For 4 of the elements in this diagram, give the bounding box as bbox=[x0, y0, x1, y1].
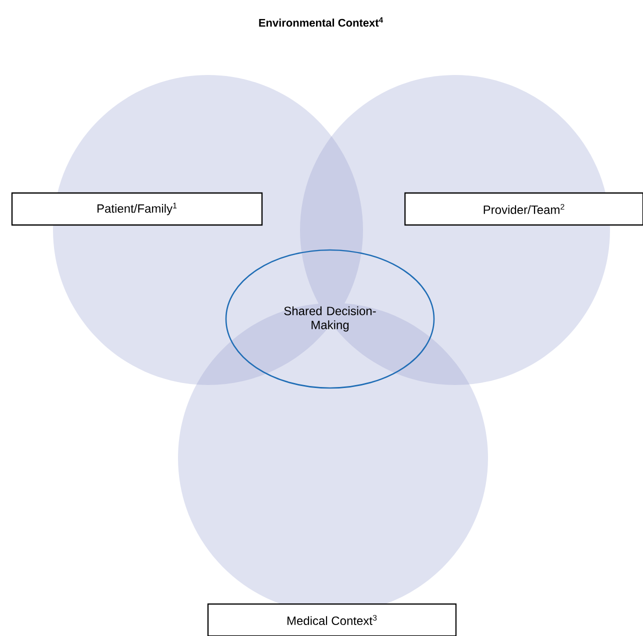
title: Environmental Context$^{4}$ bbox=[259, 17, 384, 27]
label-box: Patient/Family$^{1}$ bbox=[11, 192, 263, 226]
label-box: Provider/Team$^{2}$ bbox=[404, 192, 643, 226]
label-box: Medical Context$^{3}$ bbox=[207, 603, 457, 636]
